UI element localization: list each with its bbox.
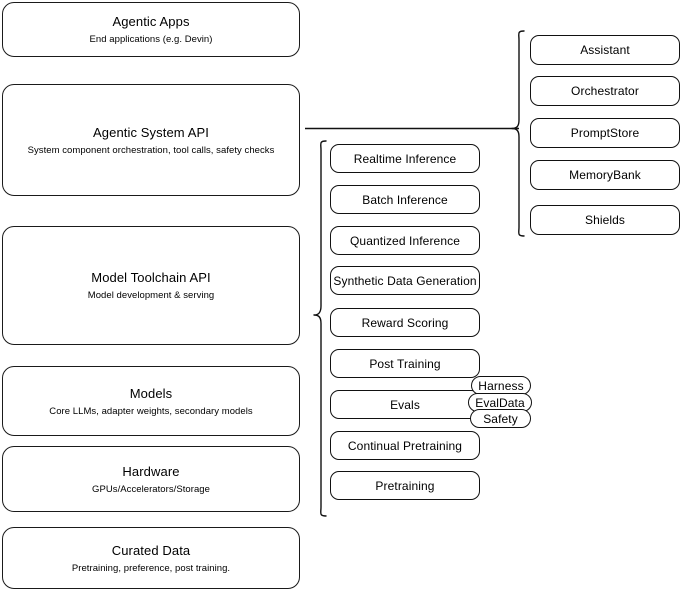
component-promptstore[interactable]: PromptStore	[530, 118, 680, 148]
stack-layer-subtitle: Pretraining, preference, post training.	[71, 562, 231, 574]
brace-agentic-components	[511, 30, 525, 237]
stack-layer-model-toolchain-api[interactable]: Model Toolchain API Model development & …	[2, 226, 300, 345]
stack-layer-subtitle: End applications (e.g. Devin)	[89, 34, 213, 45]
brace-toolchain-components	[313, 140, 327, 517]
stack-layer-title: Agentic Apps	[112, 14, 190, 29]
component-shields[interactable]: Shields	[530, 205, 680, 235]
stack-layer-title: Models	[129, 385, 173, 401]
component-memorybank[interactable]: MemoryBank	[530, 160, 680, 190]
stack-layer-curated-data[interactable]: Curated Data Pretraining, preference, po…	[2, 527, 300, 589]
stack-layer-agentic-system-api[interactable]: Agentic System API System component orch…	[2, 84, 300, 196]
stack-layer-models[interactable]: Models Core LLMs, adapter weights, secon…	[2, 366, 300, 436]
component-realtime-inference[interactable]: Realtime Inference	[330, 144, 480, 173]
stack-layer-hardware[interactable]: Hardware GPUs/Accelerators/Storage	[2, 446, 300, 512]
tag-safety[interactable]: Safety	[470, 409, 531, 428]
component-synthetic-data-generation[interactable]: Synthetic Data Generation	[330, 266, 480, 295]
stack-layer-subtitle: Core LLMs, adapter weights, secondary mo…	[49, 405, 253, 417]
stack-layer-subtitle: Model development & serving	[87, 290, 215, 301]
stack-layer-title: Model Toolchain API	[91, 270, 211, 285]
component-orchestrator[interactable]: Orchestrator	[530, 76, 680, 106]
component-batch-inference[interactable]: Batch Inference	[330, 185, 480, 214]
stack-layer-agentic-apps[interactable]: Agentic Apps End applications (e.g. Devi…	[2, 2, 300, 57]
stack-layer-subtitle: System component orchestration, tool cal…	[27, 144, 275, 156]
stack-layer-subtitle: GPUs/Accelerators/Storage	[92, 483, 210, 495]
component-continual-pretraining[interactable]: Continual Pretraining	[330, 431, 480, 460]
component-assistant[interactable]: Assistant	[530, 35, 680, 65]
component-reward-scoring[interactable]: Reward Scoring	[330, 308, 480, 337]
component-evals[interactable]: Evals	[330, 390, 480, 419]
stack-layer-title: Curated Data	[111, 542, 191, 558]
component-pretraining[interactable]: Pretraining	[330, 471, 480, 500]
component-post-training[interactable]: Post Training	[330, 349, 480, 378]
stack-layer-title: Hardware	[122, 463, 180, 479]
component-quantized-inference[interactable]: Quantized Inference	[330, 226, 480, 255]
stack-layer-title: Agentic System API	[93, 124, 209, 140]
